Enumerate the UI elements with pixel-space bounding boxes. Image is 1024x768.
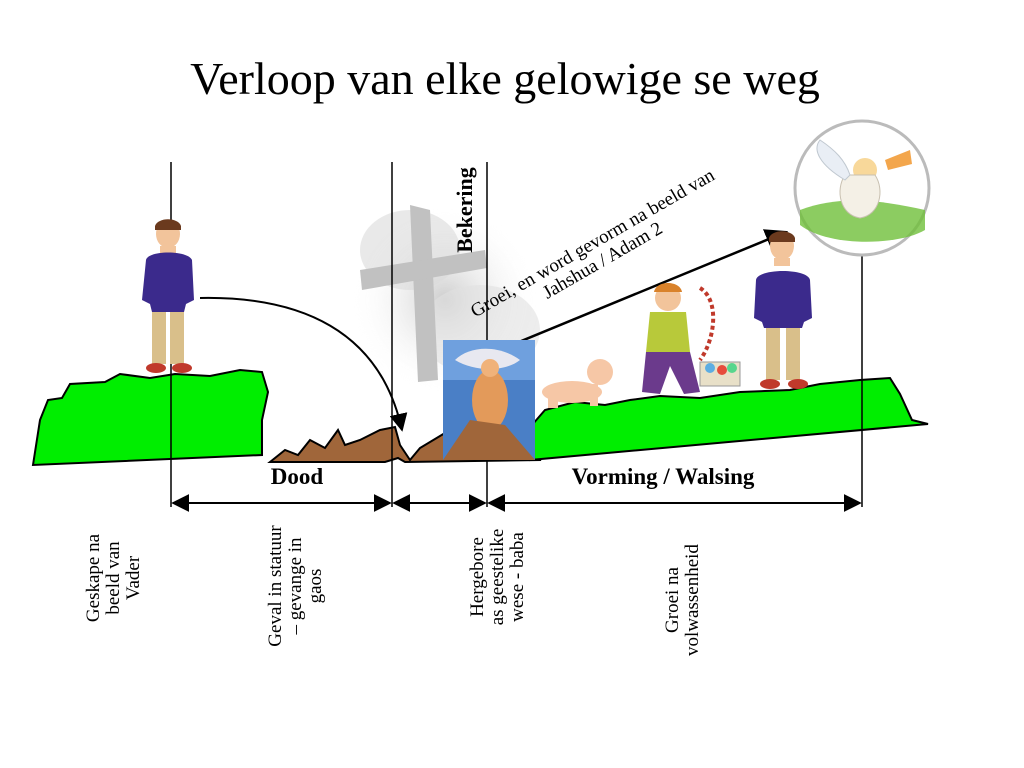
baby-icon — [542, 359, 613, 408]
angel-icon — [793, 119, 931, 257]
child-icon — [642, 283, 741, 394]
man-figure-grown-icon — [754, 231, 812, 389]
segment-label-dood: Dood — [271, 464, 324, 489]
fall-arrow — [199, 296, 408, 432]
stage-label-fallen: Geval in statuur – gevange in gaos — [265, 525, 326, 647]
segment-label-vorming: Vorming / Walsing — [572, 464, 755, 489]
slide-title: Verloop van elke gelowige se weg — [190, 53, 820, 104]
growth-arrow — [479, 229, 789, 360]
grass-start — [31, 368, 270, 467]
grass-growth — [528, 376, 929, 462]
stage-label-created: Geskape na beeld van Vader — [83, 533, 144, 623]
stage-label-growth: Groei na volwassenheid — [662, 544, 703, 656]
stage-label-reborn: Hergebore as geestelike wese - baba — [467, 528, 528, 626]
bekering-label: Bekering — [452, 167, 477, 253]
rebirth-image-icon — [443, 340, 535, 460]
man-figure-icon — [142, 219, 194, 373]
